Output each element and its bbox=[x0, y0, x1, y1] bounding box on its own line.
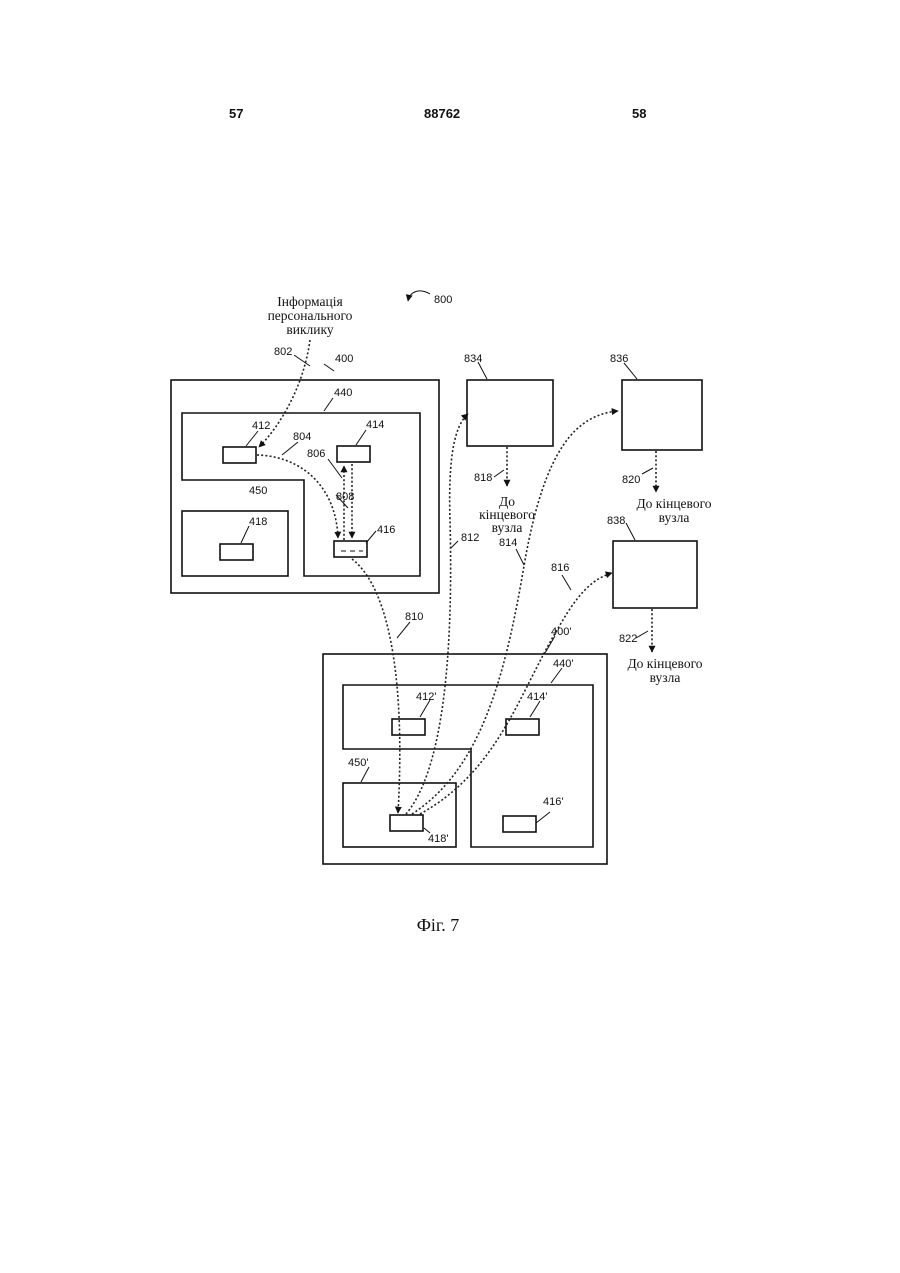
leader-416 bbox=[366, 531, 376, 543]
leader-814 bbox=[516, 549, 524, 565]
ref-806: 806 bbox=[307, 448, 325, 460]
leader-450p bbox=[361, 767, 369, 782]
node-834-box bbox=[467, 380, 553, 446]
leader-412 bbox=[246, 431, 258, 446]
ref-812: 812 bbox=[461, 532, 479, 544]
ref-414: 414 bbox=[366, 419, 384, 431]
leader-838 bbox=[626, 523, 635, 540]
destination-label-b-line2: вузла bbox=[659, 510, 690, 525]
ref-416: 416 bbox=[377, 524, 395, 536]
leader-418 bbox=[241, 526, 249, 543]
leader-820 bbox=[642, 468, 653, 474]
destination-label-c-line1: До кінцевого bbox=[627, 656, 702, 671]
leader-836 bbox=[624, 363, 637, 379]
ref-802: 802 bbox=[274, 346, 292, 358]
ref-400: 400 bbox=[335, 353, 353, 365]
ref-440: 440 bbox=[334, 387, 352, 399]
ref-400p: 400' bbox=[551, 626, 571, 638]
ref-416p: 416' bbox=[543, 796, 563, 808]
leader-812 bbox=[451, 541, 458, 548]
leader-440p bbox=[551, 668, 562, 683]
component-414-box bbox=[337, 446, 370, 462]
leader-816 bbox=[562, 575, 571, 590]
ref-818: 818 bbox=[474, 472, 492, 484]
node-400-box bbox=[171, 380, 439, 593]
ref-412: 412 bbox=[252, 420, 270, 432]
leader-810 bbox=[397, 622, 410, 638]
figure-caption: Фіг. 7 bbox=[417, 915, 460, 935]
ref-820: 820 bbox=[622, 474, 640, 486]
ref-816: 816 bbox=[551, 562, 569, 574]
input-label-line3: виклику bbox=[286, 322, 333, 337]
leader-414 bbox=[356, 430, 366, 445]
leader-416p bbox=[536, 812, 550, 823]
ref-808: 808 bbox=[336, 491, 354, 503]
ref-838: 838 bbox=[607, 515, 625, 527]
ref-836: 836 bbox=[610, 353, 628, 365]
ref-834: 834 bbox=[464, 353, 482, 365]
component-416p-box bbox=[503, 816, 536, 832]
component-418p-box bbox=[390, 815, 423, 831]
leader-400p bbox=[545, 636, 555, 653]
leader-822 bbox=[636, 631, 648, 638]
ref-418p: 418' bbox=[428, 833, 448, 845]
destination-label-b-line1: До кінцевого bbox=[636, 496, 711, 511]
arrow-814 bbox=[412, 411, 618, 814]
ref-814: 814 bbox=[499, 537, 517, 549]
ref-800: 800 bbox=[434, 294, 452, 306]
ref-804: 804 bbox=[293, 431, 311, 443]
leader-804 bbox=[282, 442, 298, 455]
destination-label-a-line3: вузла bbox=[492, 520, 523, 535]
node-836-box bbox=[622, 380, 702, 450]
ref-418: 418 bbox=[249, 516, 267, 528]
ref-800-arrow bbox=[408, 291, 430, 301]
ref-450: 450 bbox=[249, 485, 267, 497]
arrow-810 bbox=[352, 559, 400, 813]
leader-400 bbox=[324, 364, 334, 371]
leader-414p bbox=[530, 701, 540, 717]
component-416-box bbox=[334, 541, 367, 557]
ref-414p: 414' bbox=[527, 691, 547, 703]
module-440p-box bbox=[343, 685, 593, 847]
component-414p-box bbox=[506, 719, 539, 735]
ref-810: 810 bbox=[405, 611, 423, 623]
component-412p-box bbox=[392, 719, 425, 735]
ref-412p: 412' bbox=[416, 691, 436, 703]
leader-802 bbox=[294, 355, 310, 366]
arrow-804 bbox=[257, 455, 338, 538]
node-838-box bbox=[613, 541, 697, 608]
ref-822: 822 bbox=[619, 633, 637, 645]
leader-440 bbox=[324, 398, 333, 411]
input-label-line2: персонального bbox=[268, 308, 353, 323]
component-412-box bbox=[223, 447, 256, 463]
destination-label-c-line2: вузла bbox=[650, 670, 681, 685]
ref-440p: 440' bbox=[553, 658, 573, 670]
component-418-box bbox=[220, 544, 253, 560]
input-label-line1: Інформація bbox=[277, 294, 342, 309]
ref-450p: 450' bbox=[348, 757, 368, 769]
leader-818 bbox=[494, 470, 504, 477]
